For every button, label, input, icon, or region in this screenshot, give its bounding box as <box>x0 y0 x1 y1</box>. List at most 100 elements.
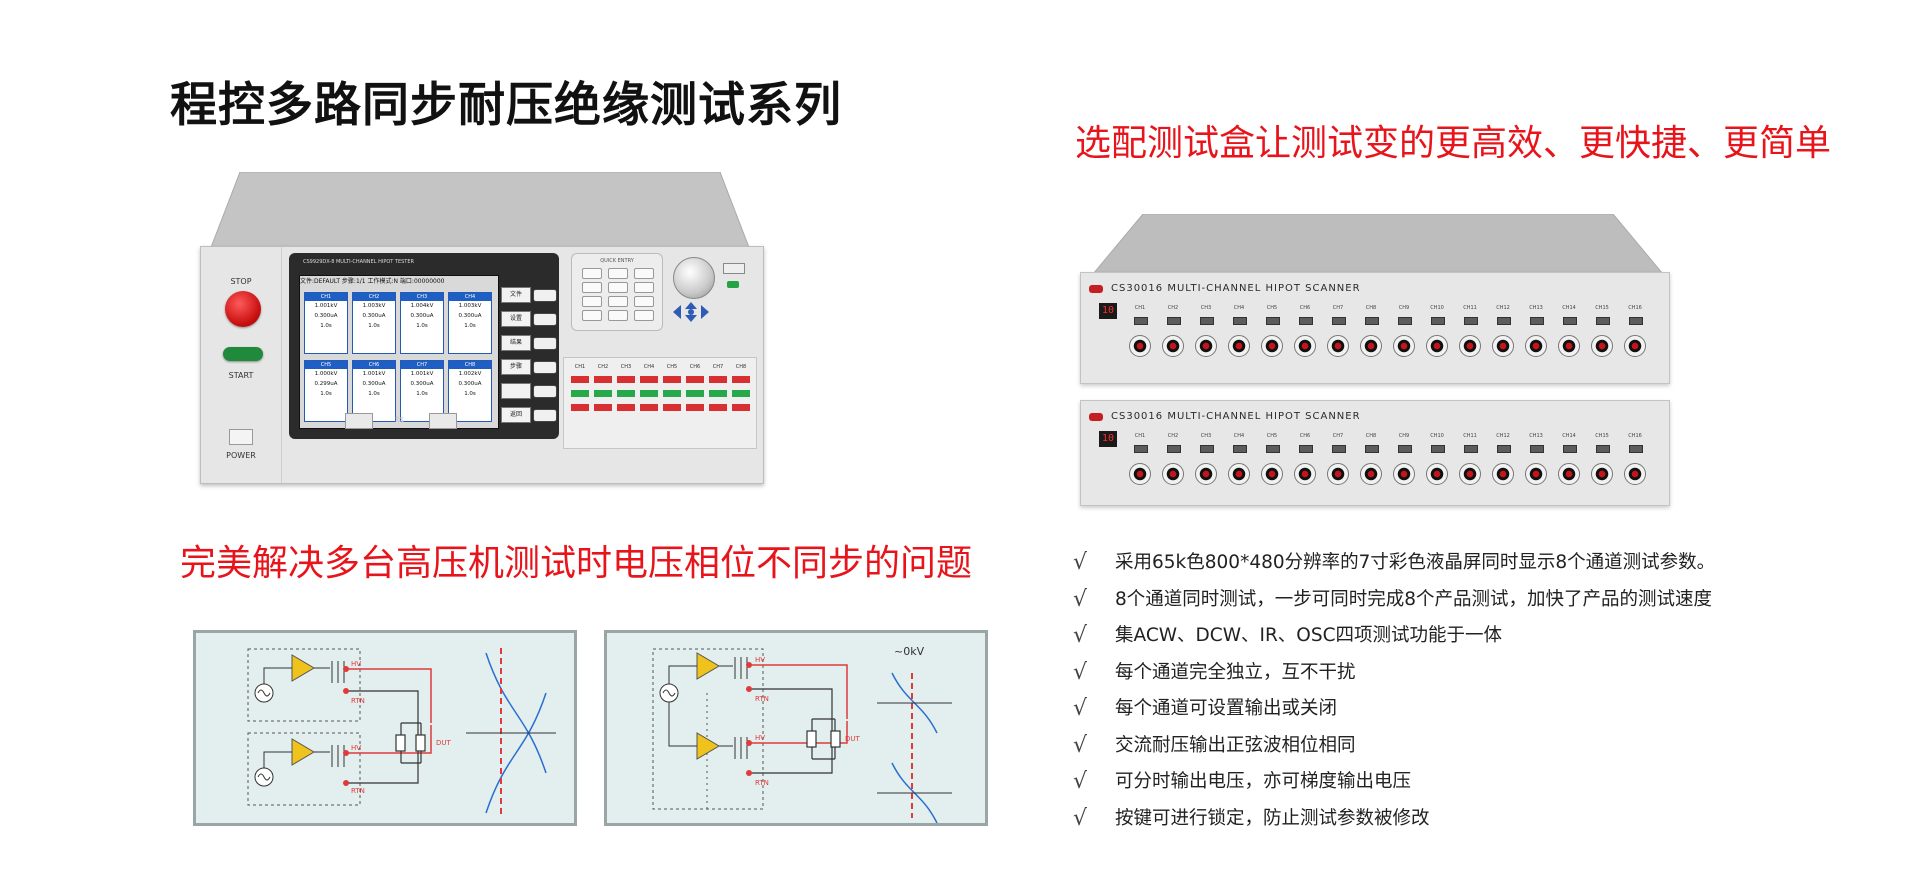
scanner-output-terminal[interactable] <box>1195 335 1217 357</box>
scanner-output-terminal[interactable] <box>1129 335 1151 357</box>
scanner-output-terminal[interactable] <box>1294 463 1316 485</box>
stop-button[interactable] <box>225 291 261 327</box>
feature-item: √集ACW、DCW、IR、OSC四项测试功能于一体 <box>1073 621 1502 648</box>
keypad-key[interactable] <box>634 268 654 279</box>
scanner-output-terminal[interactable] <box>1228 335 1250 357</box>
scanner-channel-label: CH4 <box>1233 305 1245 311</box>
source-icon <box>254 683 274 787</box>
scanner-channel-label: CH9 <box>1398 433 1410 439</box>
feature-text: 每个通道可设置输出或关闭 <box>1115 698 1338 719</box>
scanner-output-terminal[interactable] <box>1393 335 1415 357</box>
scanner-output-terminal[interactable] <box>1162 463 1184 485</box>
softkey-button[interactable] <box>533 337 557 350</box>
softkey-button[interactable] <box>533 289 557 302</box>
channel-reading: 0.300uA <box>362 313 386 319</box>
keypad-key[interactable] <box>582 282 602 293</box>
channel-label: CH3 <box>620 364 632 370</box>
scanner-channel-led <box>1530 317 1544 325</box>
scanner-output-terminal[interactable] <box>1492 463 1514 485</box>
softkey-button[interactable] <box>533 385 557 398</box>
rotary-knob[interactable] <box>673 257 715 299</box>
screen-header: 文件:DEFAULT 步骤:1/1 工作模式:N 端口:00000000 <box>300 276 498 287</box>
softkey-button[interactable] <box>533 313 557 326</box>
feature-text: 8个通道同时测试，一步可同时完成8个产品测试，加快了产品的测试速度 <box>1115 588 1713 610</box>
channel-indicator <box>571 376 589 383</box>
scanner-output-terminal[interactable] <box>1459 335 1481 357</box>
softkey-label <box>501 383 531 399</box>
scanner-output-terminal[interactable] <box>1525 463 1547 485</box>
scanner-channel-label: CH16 <box>1628 433 1642 439</box>
keypad-key[interactable] <box>582 296 602 307</box>
scanner-channel-led <box>1299 317 1313 325</box>
scanner-channel-led <box>1596 317 1610 325</box>
keypad-key[interactable] <box>582 268 602 279</box>
scanner-output-terminal[interactable] <box>1393 463 1415 485</box>
scanner-channel-led <box>1266 317 1280 325</box>
keypad-key[interactable] <box>608 282 628 293</box>
scanner-output-terminal[interactable] <box>1558 335 1580 357</box>
scanner-output-terminal[interactable] <box>1558 463 1580 485</box>
channel-indicator <box>571 404 589 411</box>
channel-reading: 1.0s <box>320 391 332 397</box>
scanner-channel-label: CH1 <box>1134 305 1146 311</box>
keypad-key[interactable] <box>634 282 654 293</box>
keypad-key[interactable] <box>608 296 628 307</box>
power-switch[interactable] <box>229 429 253 445</box>
scanner-output-terminal[interactable] <box>1459 463 1481 485</box>
tester-front-panel: STOP START POWER CS9929DX-8 MULTI-CHANNE… <box>200 246 764 484</box>
scanner-output-terminal[interactable] <box>1294 335 1316 357</box>
softkey-button[interactable] <box>533 361 557 374</box>
keypad-key[interactable] <box>634 310 654 321</box>
scanner-channel-led <box>1365 445 1379 453</box>
check-icon: √ <box>1073 805 1088 831</box>
softkey-button[interactable] <box>533 409 557 422</box>
usb-port[interactable] <box>345 413 373 429</box>
keypad-key[interactable] <box>608 268 628 279</box>
scanner-output-terminal[interactable] <box>1129 463 1151 485</box>
scanner-output-terminal[interactable] <box>1261 463 1283 485</box>
scanner-channel-led <box>1233 445 1247 453</box>
scanner-channel-led <box>1629 445 1643 453</box>
scanner-output-terminal[interactable] <box>1426 463 1448 485</box>
mode-key[interactable] <box>723 263 745 274</box>
usb-port[interactable] <box>429 413 457 429</box>
scanner-output-terminal[interactable] <box>1360 335 1382 357</box>
scanner-output-terminal[interactable] <box>1591 335 1613 357</box>
keypad-key[interactable] <box>582 310 602 321</box>
channel-indicator <box>617 404 635 411</box>
channel-indicator <box>663 390 681 397</box>
arrow-keys[interactable] <box>667 301 715 323</box>
scanner-output-terminal[interactable] <box>1360 463 1382 485</box>
usb-icon: ⇆ <box>395 413 405 426</box>
keypad-key[interactable] <box>608 310 628 321</box>
scanner-channel-label: CH10 <box>1430 433 1444 439</box>
feature-item: √8个通道同时测试，一步可同时完成8个产品测试，加快了产品的测试速度 <box>1073 585 1713 612</box>
scanner-channel-led <box>1431 317 1445 325</box>
scanner-output-terminal[interactable] <box>1261 335 1283 357</box>
scanner-output-terminal[interactable] <box>1228 463 1250 485</box>
channel-reading: 1.0s <box>416 391 428 397</box>
channel-reading: 1.001kV <box>362 371 386 377</box>
channel-reading: 1.0s <box>368 323 380 329</box>
keypad-key[interactable] <box>634 296 654 307</box>
scanner-output-terminal[interactable] <box>1525 335 1547 357</box>
feature-text: 按键可进行锁定，防止测试参数被修改 <box>1115 807 1430 829</box>
start-label: START <box>228 371 254 380</box>
scanner-output-terminal[interactable] <box>1327 463 1349 485</box>
scanner-output-terminal[interactable] <box>1624 335 1646 357</box>
scanner-output-terminal[interactable] <box>1492 335 1514 357</box>
feature-item: √每个通道可设置输出或关闭 <box>1073 694 1338 721</box>
scanner-channel-led <box>1332 317 1346 325</box>
rtn-label: RTN <box>351 787 365 795</box>
scanner-channel-led <box>1398 317 1412 325</box>
scanner-output-terminal[interactable] <box>1624 463 1646 485</box>
scanner-output-terminal[interactable] <box>1426 335 1448 357</box>
scanner-output-terminal[interactable] <box>1327 335 1349 357</box>
scanner-output-terminal[interactable] <box>1591 463 1613 485</box>
start-button[interactable] <box>223 347 263 361</box>
scanner-output-terminal[interactable] <box>1195 463 1217 485</box>
scanner-output-terminal[interactable] <box>1162 335 1184 357</box>
